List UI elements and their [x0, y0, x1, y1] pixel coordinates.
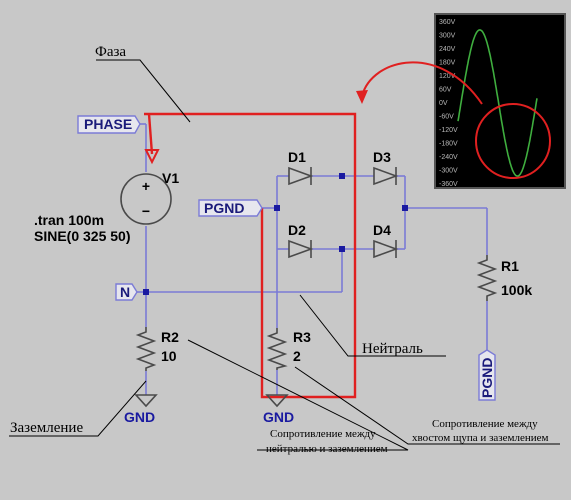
d2-label: D2 [288, 222, 306, 238]
scope-tick-label: 0V [439, 100, 448, 107]
scope-tick-label: -360V [439, 181, 458, 188]
ground-icon [265, 394, 289, 408]
r2-label: R2 [161, 329, 179, 345]
r3-label: R3 [293, 329, 311, 345]
diode-d3 [373, 166, 399, 186]
current-arrow-icon [144, 149, 160, 165]
scope-sine-trace [457, 29, 538, 177]
resistor-r2 [135, 327, 157, 371]
diode-d2 [288, 239, 314, 259]
v1-sine-spec: SINE(0 325 50) [34, 228, 131, 244]
net-label-phase: PHASE [77, 115, 141, 134]
r1-value: 100k [501, 282, 532, 298]
gnd-label-mid: GND [263, 409, 294, 425]
annotation-r2-line1: Сопротивление между [270, 428, 376, 440]
scope-highlight-circle [475, 103, 551, 179]
svg-text:PGND: PGND [204, 200, 244, 216]
scope-tick-labels: 360V 300V 240V 180V 120V 60V 0V -60V -120V -180V -… [439, 19, 458, 188]
scope-tick-label: -300V [439, 168, 458, 175]
v1-plus-sign: + [142, 178, 150, 194]
v1-label: V1 [162, 170, 179, 186]
net-label-pgnd-left: PGND [198, 199, 263, 217]
scope-tick-label: -240V [439, 154, 458, 161]
net-label-neutral: N [115, 283, 138, 301]
oscilloscope-inset: 360V 300V 240V 180V 120V 60V 0V -60V -120V -180V -… [434, 13, 566, 189]
scope-tick-label: -180V [439, 141, 458, 148]
scope-tick-label: 120V [439, 73, 456, 80]
resistor-r3 [266, 328, 288, 370]
d3-label: D3 [373, 149, 391, 165]
voltage-source-v1: + − [120, 173, 172, 225]
junction-dots [143, 173, 408, 295]
annotation-ground: Заземление [10, 420, 83, 436]
current-path-drop [147, 113, 154, 155]
scope-tick-label: 60V [439, 87, 452, 94]
svg-text:N: N [120, 284, 130, 300]
r1-label: R1 [501, 258, 519, 274]
annotation-r3-line2: хвостом щупа и заземлением [412, 432, 549, 444]
annotation-r2-line2: нейтралью и заземлением [266, 443, 388, 455]
r2-value: 10 [161, 348, 177, 364]
gnd-label-left: GND [124, 409, 155, 425]
arrow-head-icon [356, 90, 368, 104]
scope-tick-label: 360V [439, 19, 456, 26]
scope-tick-label: -60V [439, 114, 454, 121]
scope-tick-label: -120V [439, 127, 458, 134]
svg-text:PGND: PGND [479, 358, 495, 398]
diode-d1 [288, 166, 314, 186]
svg-text:PHASE: PHASE [84, 116, 132, 132]
scope-tick-label: 300V [439, 33, 456, 40]
annotation-neutral: Нейтраль [362, 341, 423, 357]
wires [136, 123, 488, 395]
resistor-r1 [476, 255, 498, 301]
scope-screen [434, 13, 566, 189]
scope-tick-label: 180V [439, 60, 456, 67]
d1-label: D1 [288, 149, 306, 165]
r3-value: 2 [293, 348, 301, 364]
tran-directive: .tran 100m [34, 212, 104, 228]
current-path-highlight [144, 112, 357, 399]
diode-d4 [373, 239, 399, 259]
annotation-leaders [9, 59, 560, 451]
scope-pointer-arrow [361, 61, 483, 105]
annotation-phase: Фаза [95, 44, 126, 60]
v1-minus-sign: − [142, 203, 150, 219]
net-label-pgnd-right: PGND [478, 349, 496, 401]
d4-label: D4 [373, 222, 391, 238]
ground-icon [134, 394, 158, 408]
annotation-r3-line1: Сопротивление между [432, 418, 538, 430]
scope-tick-label: 240V [439, 46, 456, 53]
